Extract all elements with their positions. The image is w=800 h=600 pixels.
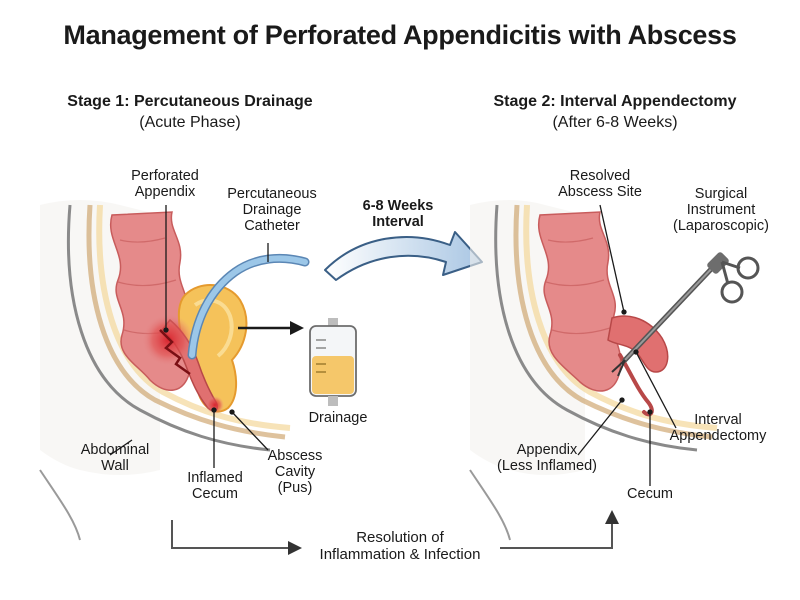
resolution-label: Resolution of Inflammation & Infection [319,529,481,563]
laparoscopic-instrument [611,252,760,377]
drainage-arrow [238,321,304,335]
stage1-subheading: (Acute Phase) [139,114,241,131]
resolution-flow-arrow [171,510,619,555]
interval-label: 6-8 Weeks Interval [362,198,434,231]
stage2-subheading: (After 6-8 Weeks) [552,114,678,131]
label-drainage: Drainage [308,410,368,426]
page-title: Management of Perforated Appendicitis wi… [63,20,737,50]
abdominal-wall-line [66,204,271,452]
label-interval-appendectomy: Interval Appendectomy [669,412,767,445]
stage2-anatomy [469,200,760,541]
colon-stage2 [537,211,622,392]
label-inflamed-cecum: Inflamed Cecum [187,470,243,503]
label-surgical-instrument: Surgical Instrument (Laparoscopic) [673,186,769,235]
stage1-heading: Stage 1: Percutaneous Drainage [67,93,313,110]
stage2-heading: Stage 2: Interval Appendectomy [493,93,737,110]
leader-lines [109,204,677,486]
stage1-anatomy [39,200,310,541]
label-resolved-abscess: Resolved Abscess Site [558,168,642,201]
drainage-bag-icon [309,318,357,406]
label-abdominal-wall: Abdominal Wall [80,442,150,475]
label-appendix: Appendix (Less Inflamed) [497,442,597,475]
label-cecum: Cecum [627,486,673,502]
label-perforated-appendix: Perforated Appendix [131,168,199,201]
label-catheter: Percutaneous Drainage Catheter [227,186,317,235]
label-abscess-cavity: Abscess Cavity (Pus) [267,448,323,497]
interval-arrow [324,231,483,281]
